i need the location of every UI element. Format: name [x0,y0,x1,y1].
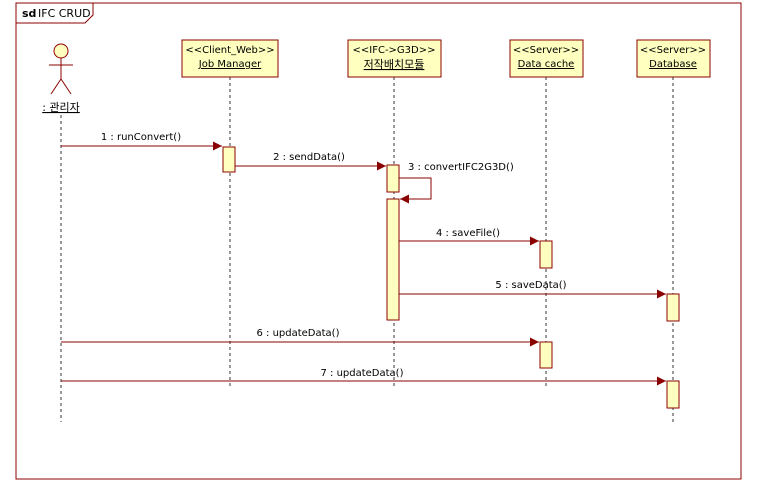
lifeline-name: Data cache [518,59,575,70]
message-7[interactable]: 7 : updateData() [61,368,666,386]
lifeline-box [509,39,584,78]
activation-bar [222,146,236,173]
message-6[interactable]: 6 : updateData() [61,328,539,347]
message-2[interactable]: 2 : sendData() [235,152,386,171]
message-label: 4 : saveFile() [436,228,500,239]
lifeline-stereotype: <<Server>> [513,45,579,56]
message-label: 6 : updateData() [256,328,339,339]
frame-title: IFC CRUD [38,7,91,20]
message-label: 1 : runConvert() [101,132,181,143]
activation-bar [666,380,680,409]
lifeline-box [181,39,279,78]
lifeline-stereotype: <<IFC->G3D>> [353,45,436,56]
activation-bar [386,164,400,193]
activation-bar [666,293,680,322]
actor-label: : 관리자 [42,101,80,114]
lifeline-name: Database [649,59,697,70]
message-label: 5 : saveData() [495,280,566,291]
lifeline-job-manager[interactable]: <<Client_Web>> Job Manager [181,39,279,78]
activation-bar [539,341,553,369]
message-label: 3 : convertIFC2G3D() [408,162,514,173]
frame-title-tab [15,3,94,24]
lifeline-stereotype: <<Server>> [640,45,706,56]
stick-figure-icon [49,43,73,95]
lifeline-database[interactable]: <<Server>> Database [636,39,711,78]
message-arrow [399,177,432,204]
message-1[interactable]: 1 : runConvert() [61,132,222,151]
message-3-self-call[interactable]: 3 : convertIFC2G3D() [399,162,514,204]
lifeline-conversion-module[interactable]: <<IFC->G3D>> 저작배치모듈 [347,39,442,78]
activation-bar [539,240,553,269]
message-label: 2 : sendData() [273,152,345,163]
actor-admin[interactable]: : 관리자 [42,43,80,114]
lifeline-box [347,39,442,78]
lifeline-stereotype: <<Client_Web>> [185,45,274,56]
activation-bar [386,198,400,321]
lifeline-name: Job Manager [198,59,262,70]
message-4[interactable]: 4 : saveFile() [399,228,539,246]
diagram-frame [15,2,742,480]
lifeline-name: 저작배치모듈 [364,58,425,71]
frame-keyword: sd [22,7,36,20]
lifeline-data-cache[interactable]: <<Server>> Data cache [509,39,584,78]
lifeline-box [636,39,711,78]
message-5[interactable]: 5 : saveData() [399,280,666,299]
message-label: 7 : updateData() [320,368,403,379]
